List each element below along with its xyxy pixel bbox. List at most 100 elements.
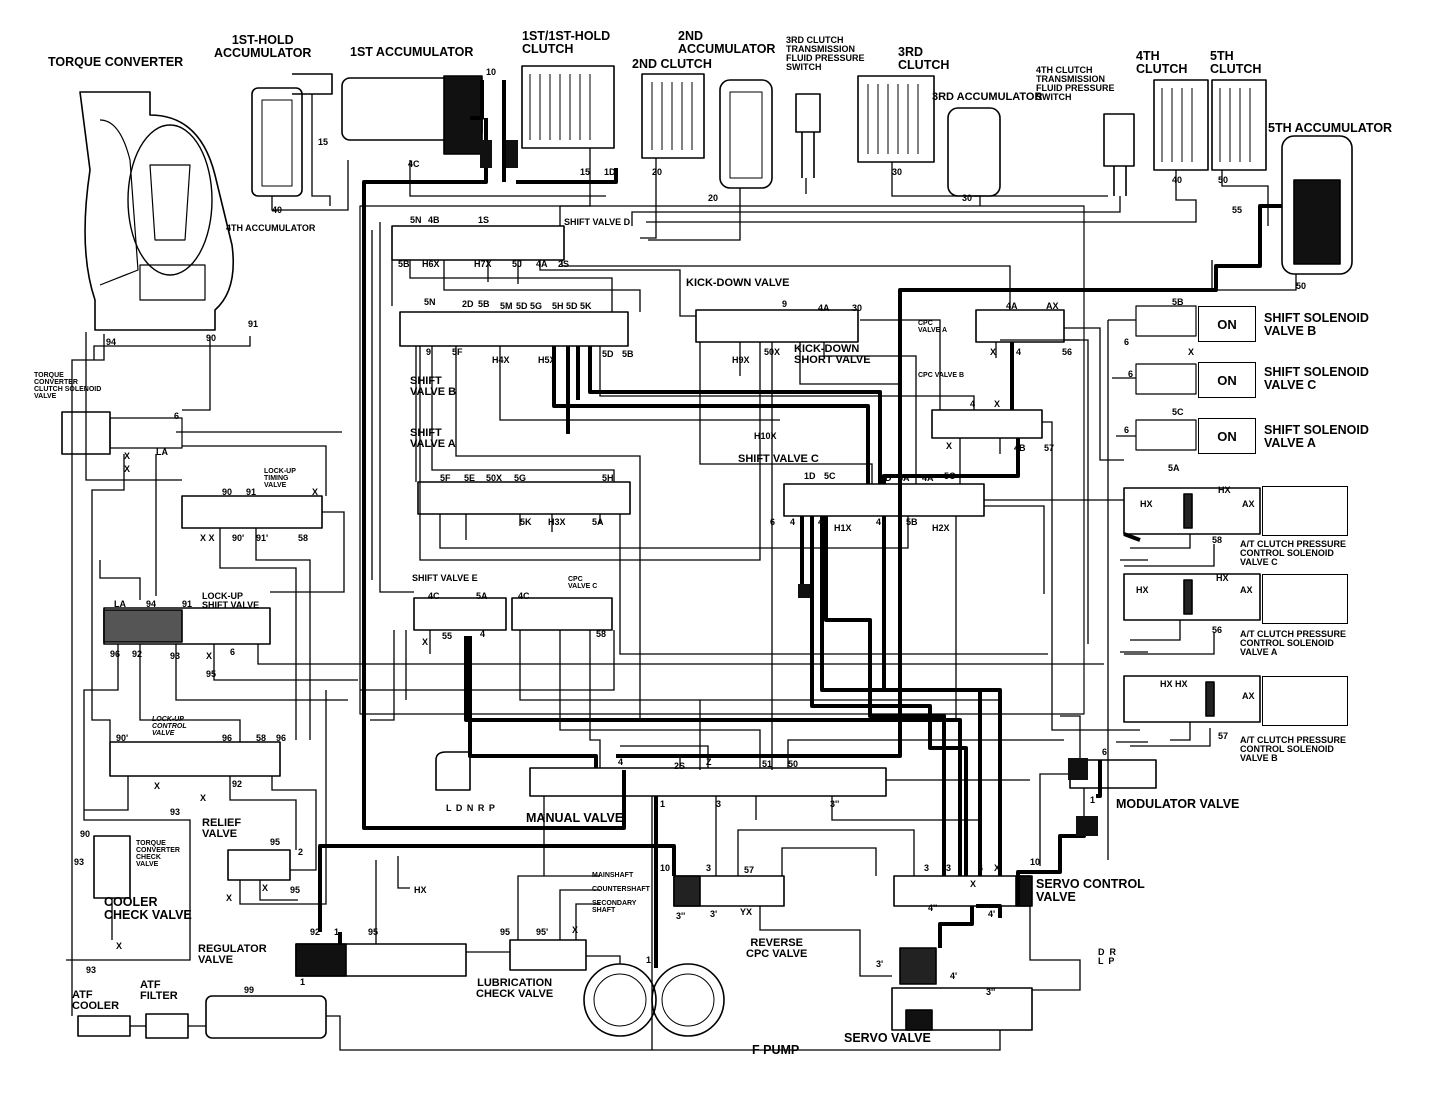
port-label: 4B bbox=[428, 215, 440, 225]
port-label: 5F bbox=[452, 347, 463, 357]
port-label: X bbox=[226, 893, 233, 903]
pressure-solenoid-b-label: A/T CLUTCH PRESSURE CONTROL SOLENOID VAL… bbox=[1240, 735, 1347, 763]
port-label: 30 bbox=[852, 303, 863, 313]
label-1st-accumulator: 1ST ACCUMULATOR bbox=[350, 45, 474, 59]
pump-gear-left bbox=[583, 963, 657, 1037]
lubrication-body bbox=[509, 939, 587, 971]
clutch-1st-body bbox=[521, 65, 615, 149]
port-label: 6 bbox=[1124, 425, 1130, 435]
port-label: 1 bbox=[660, 799, 666, 809]
port-label: 5K bbox=[520, 517, 532, 527]
label-manual-positions: L D N R P bbox=[446, 803, 496, 813]
port-label: 51 bbox=[762, 759, 773, 769]
pressure-solenoid-c-label: A/T CLUTCH PRESSURE CONTROL SOLENOID VAL… bbox=[1240, 539, 1347, 567]
port-label: 93 bbox=[170, 651, 181, 661]
port-label: H1X bbox=[834, 523, 852, 533]
shift-solenoid-b-state: ON bbox=[1198, 306, 1256, 342]
port-label: 5A bbox=[898, 473, 910, 483]
port-label: X X bbox=[200, 533, 215, 543]
port-label: H9X bbox=[732, 355, 750, 365]
port-label: 2S bbox=[558, 259, 570, 269]
port-label: 57 bbox=[744, 865, 755, 875]
port-label: 3'' bbox=[986, 987, 996, 997]
port-label: X bbox=[154, 781, 161, 791]
port-label: 94 bbox=[106, 337, 117, 347]
port-label: 55 bbox=[1232, 205, 1243, 215]
label-atf-pump: F PUMP bbox=[752, 1043, 800, 1057]
port-label: 4A bbox=[818, 303, 830, 313]
label-reverse-cpc-valve: REVERSE CPC VALVE bbox=[746, 937, 808, 960]
label-servo-positions: D R L P bbox=[1098, 947, 1116, 966]
port-label: 5N bbox=[424, 297, 436, 307]
label-shift-valve-d: SHIFT VALVE D bbox=[564, 217, 631, 227]
port-label: 95 bbox=[500, 927, 511, 937]
label-shift-valve-e: SHIFT VALVE E bbox=[412, 573, 478, 583]
port-label: 90 bbox=[222, 487, 233, 497]
atf-filter-body bbox=[145, 1013, 189, 1039]
port-label: 15 bbox=[318, 137, 329, 147]
port-label: 58 bbox=[596, 629, 607, 639]
shift-solenoid-a-state: ON bbox=[1198, 418, 1256, 454]
port-label: 1 bbox=[1090, 795, 1096, 805]
port-label: X bbox=[970, 879, 977, 889]
port-label: 90 bbox=[206, 333, 217, 343]
label-4th-pressure-switch: 4TH CLUTCH TRANSMISSION FLUID PRESSURE S… bbox=[1036, 65, 1115, 102]
port-label: 5D bbox=[516, 301, 528, 311]
shift-solenoid-c-label: SHIFT SOLENOID VALVE C bbox=[1264, 365, 1369, 392]
tc-check-body bbox=[93, 835, 131, 899]
port-label: 6 bbox=[770, 517, 776, 527]
port-label: X bbox=[124, 451, 131, 461]
shift-valve-d-body bbox=[391, 225, 565, 261]
port-label: 56 bbox=[1062, 347, 1073, 357]
port-label: 6 bbox=[1124, 337, 1130, 347]
port-label: H7X bbox=[474, 259, 492, 269]
port-label: 50X bbox=[486, 473, 503, 483]
port-label: 5A bbox=[592, 517, 604, 527]
port-label: 96 bbox=[222, 733, 233, 743]
port-label: 40 bbox=[272, 205, 283, 215]
port-label: YX bbox=[740, 907, 753, 917]
strainer-body bbox=[205, 995, 327, 1039]
port-label: 40 bbox=[1172, 175, 1183, 185]
port-label: 5B bbox=[398, 259, 410, 269]
port-label: 5B bbox=[906, 517, 918, 527]
port-label: 1S bbox=[478, 215, 490, 225]
pressure-switch-3rd-body bbox=[795, 93, 821, 133]
label-lockup-timing-valve: LOCK-UP TIMING VALVE bbox=[264, 468, 296, 489]
port-label: 50 bbox=[788, 759, 799, 769]
port-label: 4 bbox=[1016, 347, 1022, 357]
label-tc-check-valve: TORQUE CONVERTER CHECK VALVE bbox=[136, 840, 180, 868]
pressure-solenoid-b-port: 57 bbox=[1218, 731, 1229, 741]
port-label: 1D bbox=[604, 167, 616, 177]
port-label: 2 bbox=[298, 847, 304, 857]
port-label: 1 bbox=[300, 977, 306, 987]
clutch-4th-body bbox=[1153, 79, 1209, 171]
label-cpc-valve-b: CPC VALVE B bbox=[918, 372, 965, 379]
label-2nd-accumulator: 2ND ACCUMULATOR bbox=[678, 29, 776, 56]
port-label: 3 bbox=[706, 863, 712, 873]
port-label: 9 bbox=[426, 347, 432, 357]
port-label: 4' bbox=[950, 971, 958, 981]
pressure-solenoid-a-port: 56 bbox=[1212, 625, 1223, 635]
label-lockup-shift-valve: LOCK-UP SHIFT VALVE bbox=[202, 591, 260, 610]
relief-body bbox=[227, 849, 291, 881]
label-atf-filter: ATF FILTER bbox=[140, 979, 178, 1002]
port-label: 15 bbox=[580, 167, 591, 177]
port-label: 95' bbox=[536, 927, 549, 937]
port-label: X bbox=[572, 925, 579, 935]
kick-down-valve-body bbox=[695, 309, 859, 343]
label-cpc-valve-a: CPC VALVE A bbox=[918, 320, 948, 334]
port-label: X bbox=[994, 399, 1001, 409]
port-label: 10 bbox=[1030, 857, 1041, 867]
port-label: 4 bbox=[618, 757, 624, 767]
label-shift-valve-c: SHIFT VALVE C bbox=[738, 453, 819, 465]
port-label: 5K bbox=[580, 301, 592, 311]
port-label: 3 bbox=[946, 863, 952, 873]
label-3rd-pressure-switch: 3RD CLUTCH TRANSMISSION FLUID PRESSURE S… bbox=[786, 35, 865, 72]
port-label: 4 bbox=[970, 399, 976, 409]
port-label: 5D bbox=[566, 301, 578, 311]
port-label: 10 bbox=[486, 67, 497, 77]
port-label: 6 bbox=[1128, 369, 1134, 379]
port-label: 5M bbox=[500, 301, 513, 311]
